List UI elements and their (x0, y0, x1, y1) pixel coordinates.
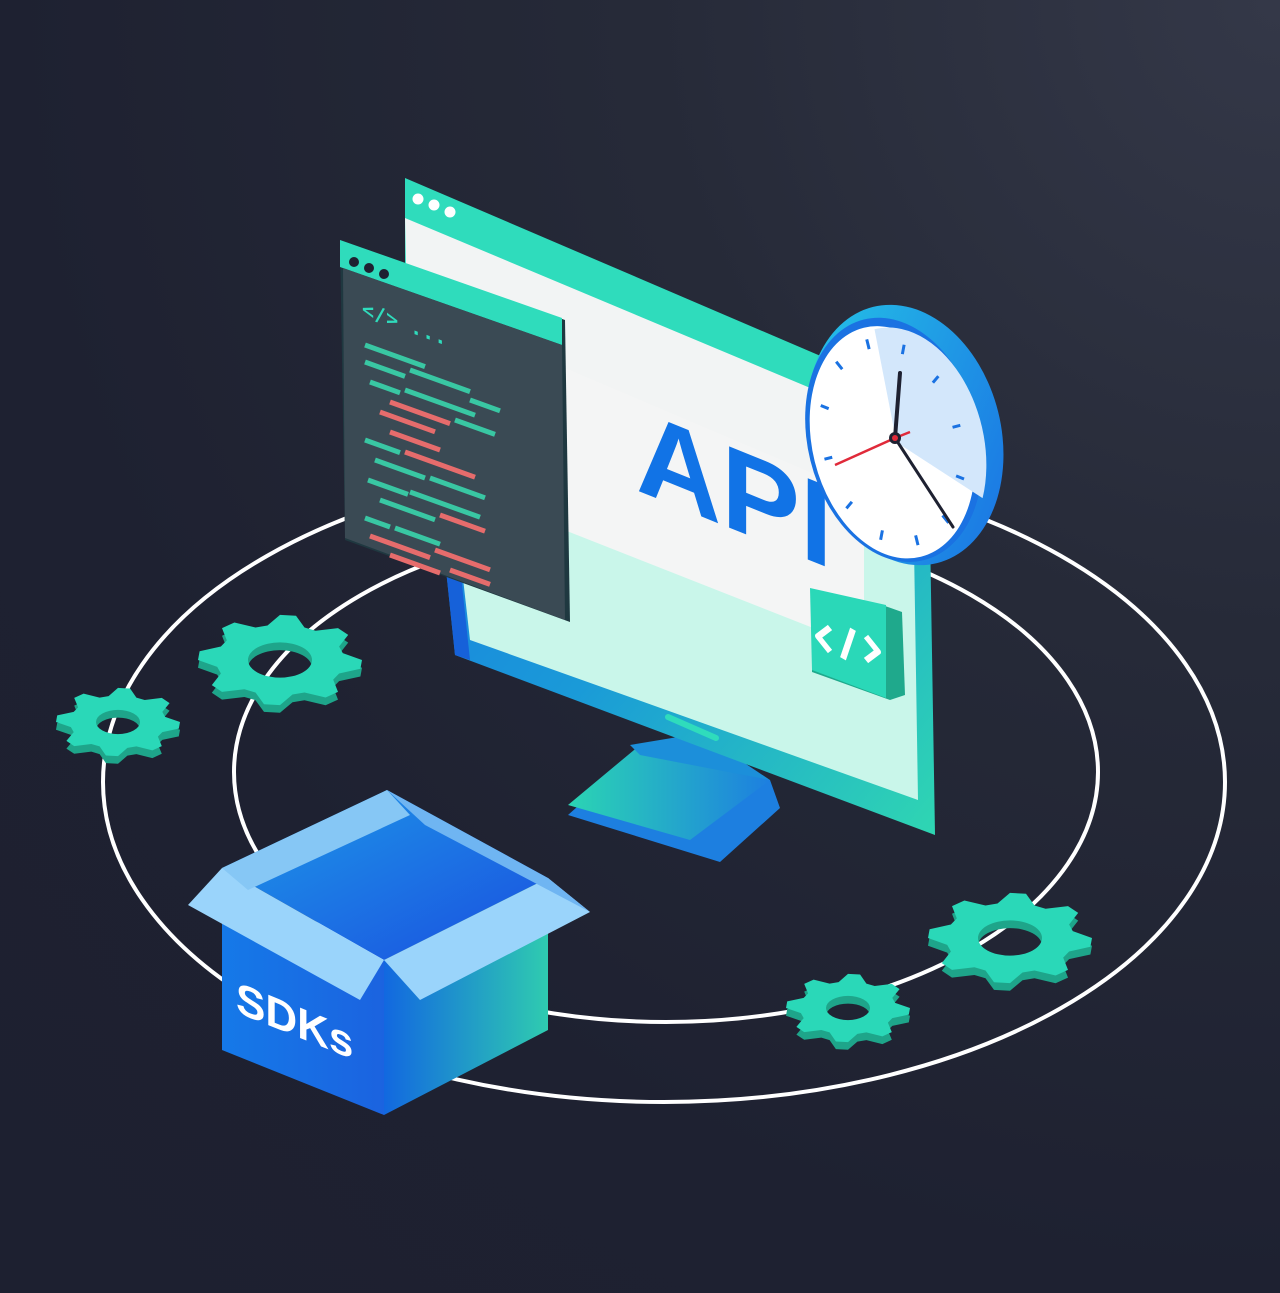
code-line (404, 449, 476, 480)
window-dot (349, 257, 359, 267)
window-dot (364, 263, 374, 273)
code-brackets-icon (815, 624, 881, 664)
clock-tick (914, 535, 920, 546)
code-line (409, 367, 471, 394)
monitor-stand (568, 735, 780, 862)
code-editor-window: </> ... (340, 240, 570, 622)
clock-tick (835, 360, 844, 371)
clock-tick (952, 423, 961, 429)
code-line (374, 457, 426, 481)
code-line (429, 475, 486, 501)
code-line (369, 379, 401, 396)
clock-icon (805, 304, 1004, 566)
code-line (434, 547, 491, 573)
clock-hour-hand (893, 371, 902, 440)
code-line (369, 533, 431, 560)
clock-tick (955, 474, 965, 481)
clock-tick (845, 500, 854, 510)
sdk-box: SDKs (188, 790, 590, 1115)
code-line (469, 397, 501, 414)
code-line (409, 489, 481, 520)
code-line (364, 359, 406, 379)
code-line (367, 477, 409, 497)
clock-tick (824, 455, 833, 461)
code-line (394, 525, 441, 547)
code-line (389, 552, 441, 576)
code-line (389, 429, 441, 453)
clock-tick (865, 339, 871, 350)
window-dot (379, 269, 389, 279)
gear-icon (56, 687, 180, 764)
clock-minute-hand (893, 436, 955, 529)
code-line (364, 437, 401, 455)
code-line (449, 567, 491, 587)
clock-tick (941, 514, 950, 524)
clock-second-hand (834, 436, 896, 467)
window-dot (428, 199, 440, 211)
gear-icon (786, 973, 910, 1050)
code-line (404, 387, 476, 418)
window-dot (444, 206, 456, 218)
window-dot (412, 193, 424, 205)
code-line (379, 409, 436, 435)
monitor-led (665, 714, 719, 741)
code-line (364, 342, 426, 369)
clock-tick (931, 375, 940, 384)
gear-icon (198, 614, 362, 713)
code-line (364, 515, 391, 530)
gear-icon (928, 892, 1092, 991)
clock-tick (900, 344, 906, 355)
code-badge[interactable] (810, 588, 905, 700)
code-line (379, 497, 436, 523)
code-line (454, 417, 496, 437)
code-line (439, 512, 486, 534)
clock-tick (820, 404, 830, 411)
clock-tick (879, 530, 884, 541)
code-line (389, 399, 451, 426)
